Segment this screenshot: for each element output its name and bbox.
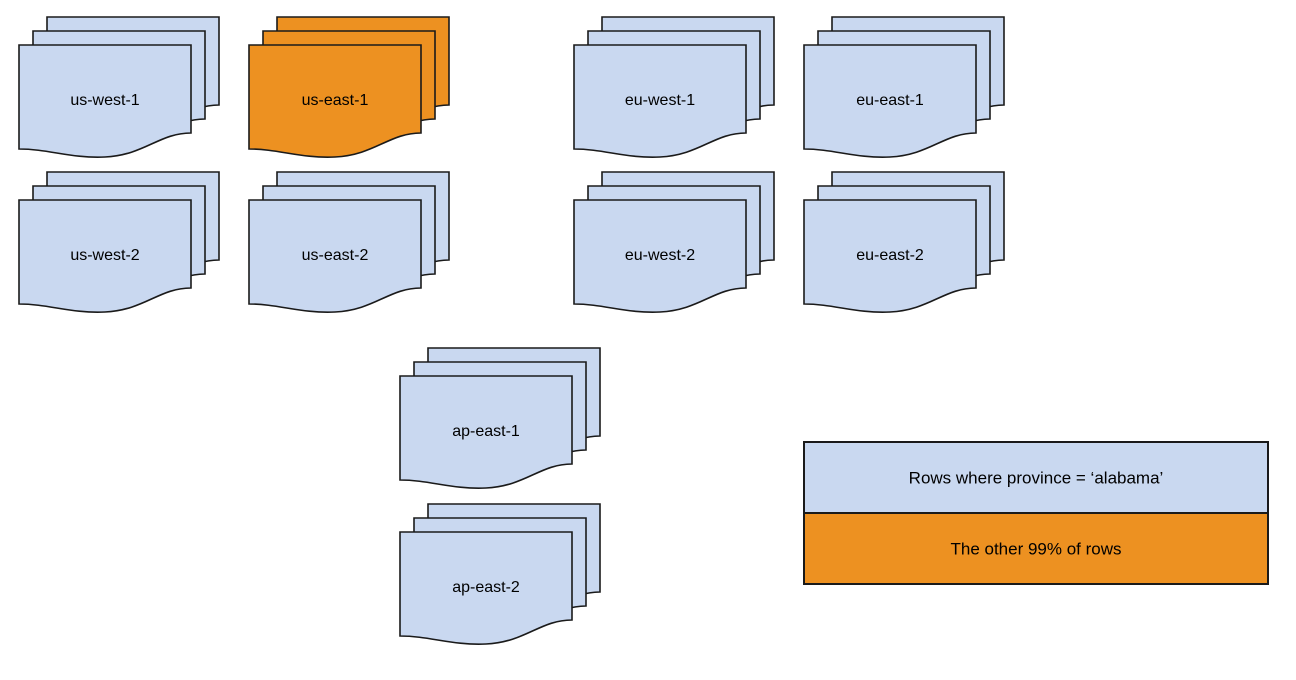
stack-us-east-1[interactable]: us-east-1	[248, 16, 450, 158]
stack-us-west-1[interactable]: us-west-1	[18, 16, 220, 158]
stack-label-eu-west-2: eu-west-2	[625, 247, 695, 264]
stack-eu-east-2[interactable]: eu-east-2	[803, 171, 1005, 313]
stack-label-eu-east-2: eu-east-2	[856, 247, 924, 264]
region-stacks: us-west-1 us-east-1 eu-west-1 eu-east-1	[18, 16, 1005, 645]
color-legend: Rows where province = ‘alabama’ The othe…	[803, 441, 1269, 585]
stack-us-west-2[interactable]: us-west-2	[18, 171, 220, 313]
stack-label-us-west-1: us-west-1	[70, 92, 139, 109]
stack-label-us-east-1: us-east-1	[302, 92, 369, 109]
legend-label-alabama: Rows where province = ‘alabama’	[909, 468, 1164, 487]
stack-eu-west-2[interactable]: eu-west-2	[573, 171, 775, 313]
stack-ap-east-2[interactable]: ap-east-2	[399, 503, 601, 645]
stack-label-eu-west-1: eu-west-1	[625, 92, 695, 109]
stack-eu-west-1[interactable]: eu-west-1	[573, 16, 775, 158]
legend-row-alabama: Rows where province = ‘alabama’	[803, 441, 1269, 514]
stack-ap-east-1[interactable]: ap-east-1	[399, 347, 601, 489]
stack-label-us-west-2: us-west-2	[70, 247, 139, 264]
stack-label-ap-east-1: ap-east-1	[452, 423, 520, 440]
stack-label-ap-east-2: ap-east-2	[452, 579, 520, 596]
legend-row-other: The other 99% of rows	[803, 512, 1269, 585]
stack-label-us-east-2: us-east-2	[302, 247, 369, 264]
legend-label-other: The other 99% of rows	[950, 539, 1121, 558]
stack-eu-east-1[interactable]: eu-east-1	[803, 16, 1005, 158]
legend-swatch-blue	[803, 441, 1269, 514]
legend-swatch-orange	[803, 512, 1269, 585]
stack-us-east-2[interactable]: us-east-2	[248, 171, 450, 313]
stack-label-eu-east-1: eu-east-1	[856, 92, 924, 109]
